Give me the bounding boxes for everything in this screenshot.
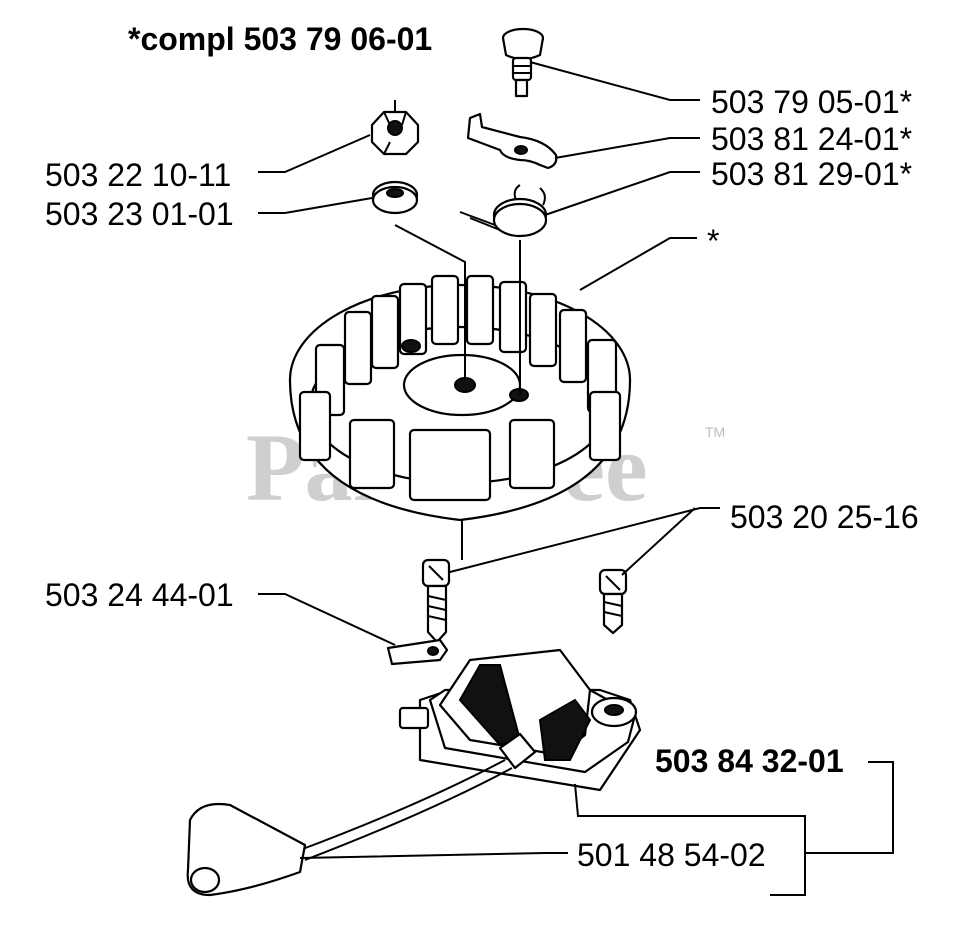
leader-lines <box>258 61 894 896</box>
screw-icon <box>421 558 451 644</box>
callout-503-23-01-01: 503 23 01-01 <box>45 196 234 232</box>
callout-503-84-32-01: 503 84 32-01 <box>655 743 844 779</box>
watermark-trademark: TM <box>705 424 725 440</box>
spark-plug-boot-icon <box>186 759 513 897</box>
pawl-icon <box>466 112 558 170</box>
compl-title: *compl 503 79 06-01 <box>128 21 432 57</box>
callout-503-22-10-11: 503 22 10-11 <box>45 157 231 193</box>
callout-503-81-24-01: 503 81 24-01* <box>711 121 912 157</box>
callout-501-48-54-02: 501 48 54-02 <box>577 837 766 873</box>
flywheel-icon <box>288 274 632 522</box>
ignition-module-icon <box>398 648 642 792</box>
washer-icon <box>371 180 419 215</box>
callout-503-20-25-16: 503 20 25-16 <box>730 499 919 535</box>
callout-503-81-29-01: 503 81 29-01* <box>711 156 912 192</box>
callout-503-24-44-01: 503 24 44-01 <box>45 577 234 613</box>
callout-flywheel-star: * <box>707 223 719 259</box>
pawl-pin-icon <box>501 27 545 98</box>
callout-503-79-05-01: 503 79 05-01* <box>711 84 912 120</box>
spring-icon <box>459 184 548 238</box>
nut-icon <box>370 100 420 156</box>
terminal-icon <box>386 638 449 666</box>
screw-icon <box>598 568 628 635</box>
